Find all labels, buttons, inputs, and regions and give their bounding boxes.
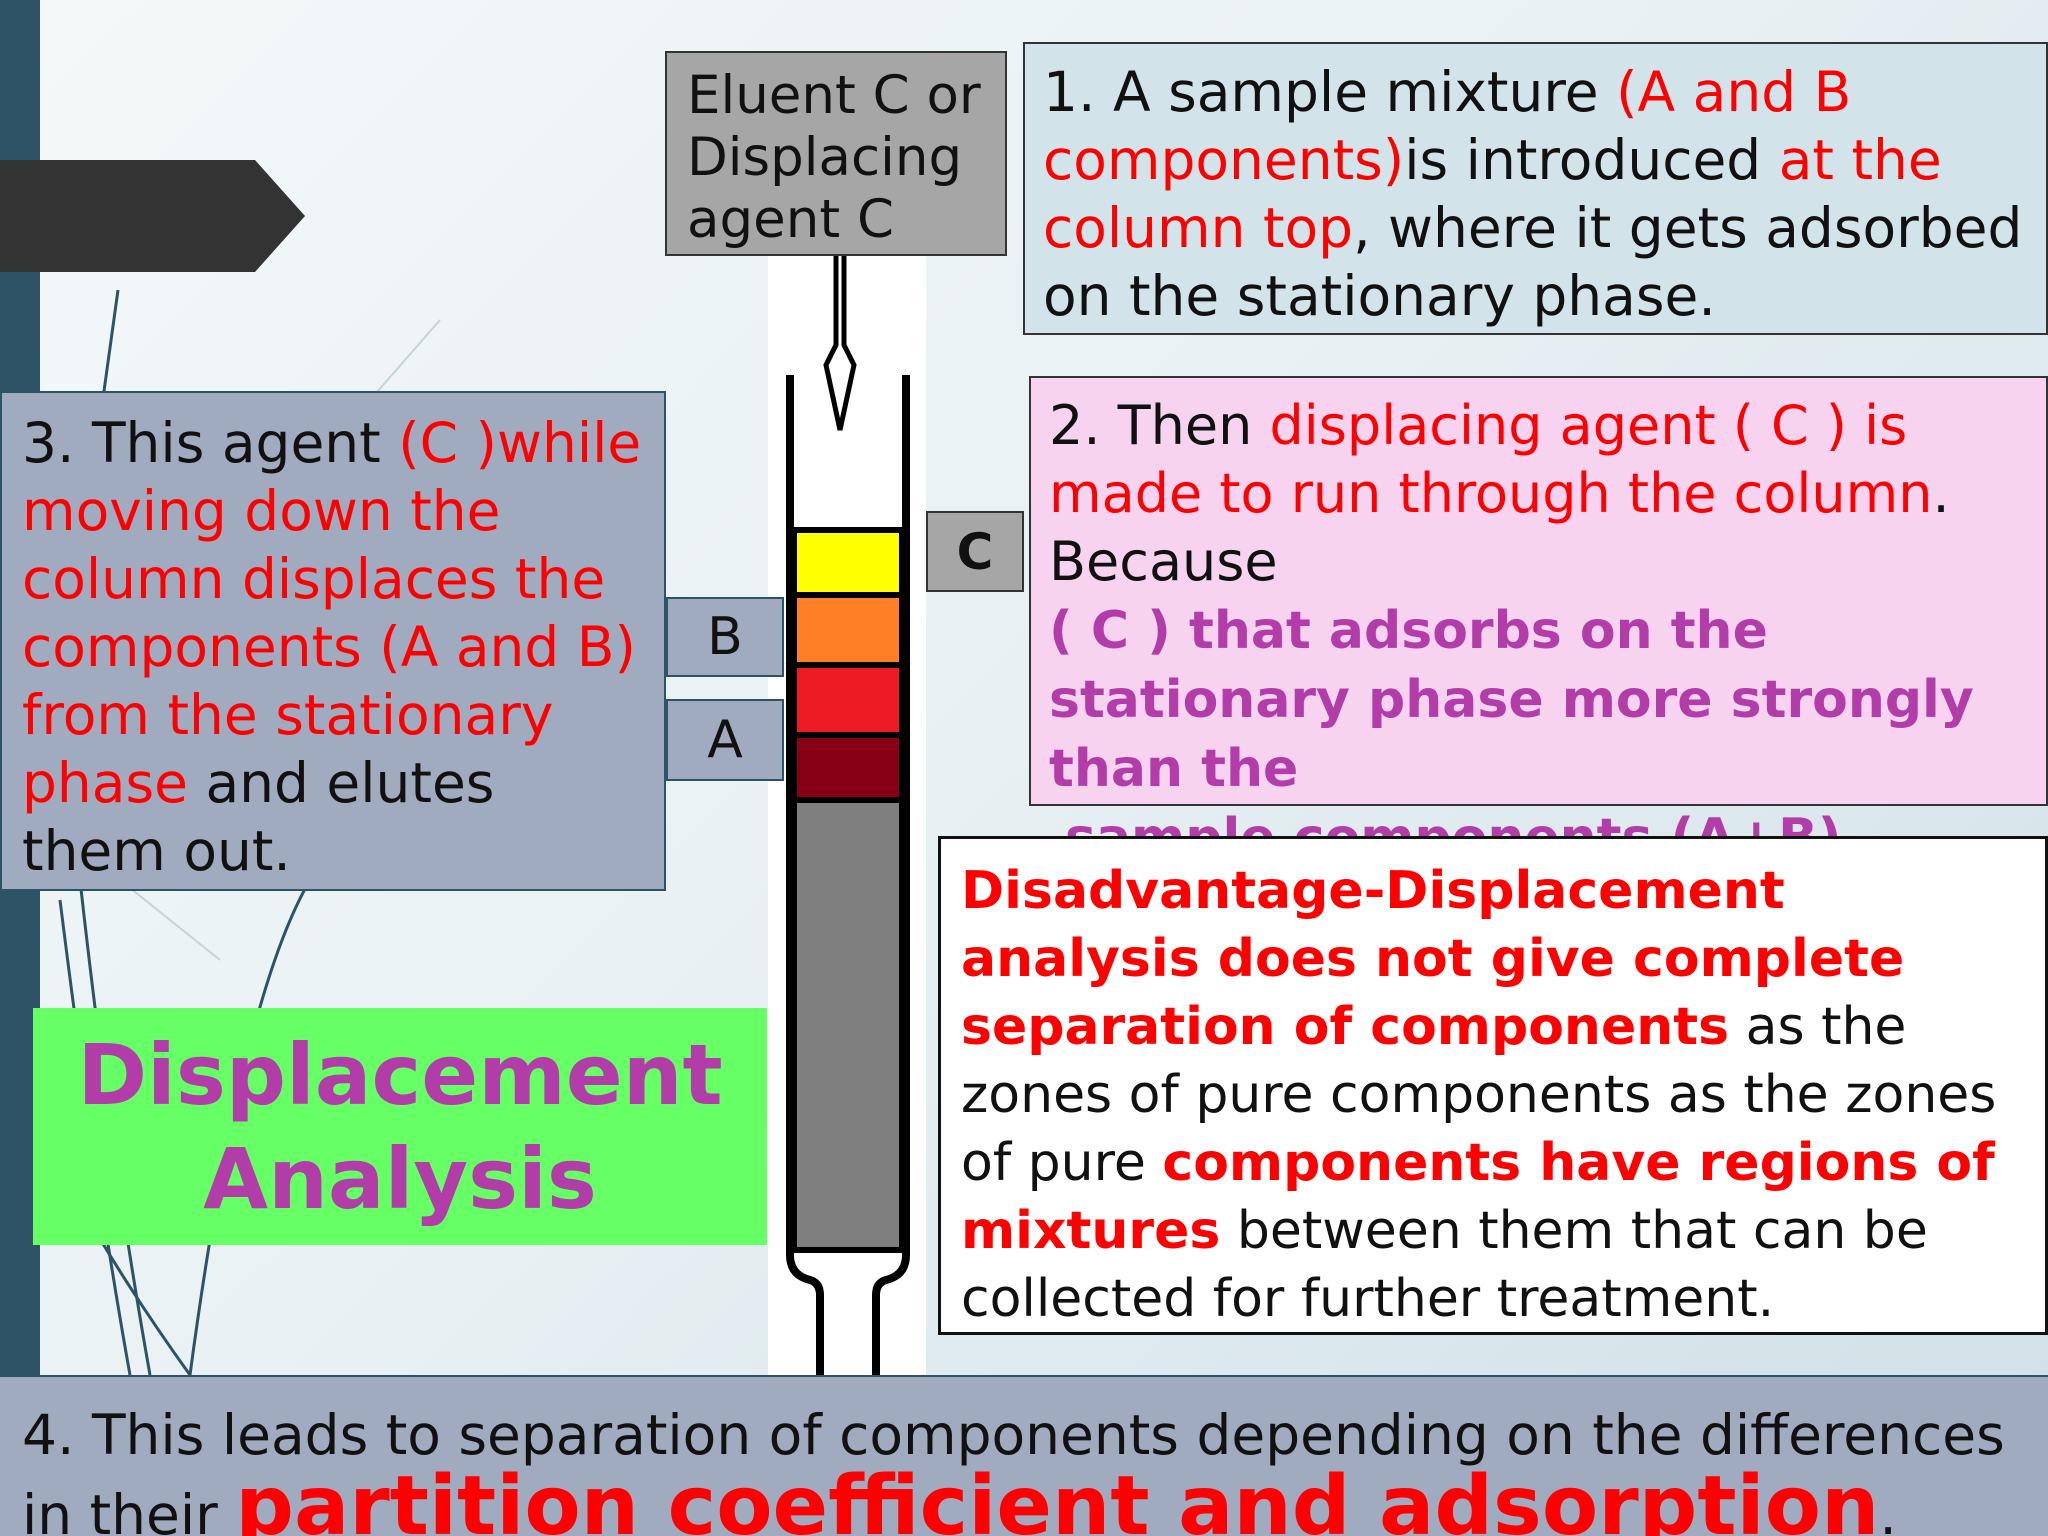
band-c-yellow — [791, 527, 905, 598]
step3-text: 3. This agent — [22, 411, 399, 475]
band-b-orange — [791, 592, 905, 668]
chromatography-column — [786, 255, 910, 1375]
step4-box: 4. This leads to separation of component… — [0, 1375, 2048, 1536]
step2-text: 2. Then — [1049, 394, 1270, 457]
step1-text: , where it gets adsorbed on the stationa… — [1043, 196, 2023, 328]
step2-text: . Because — [1049, 462, 1950, 593]
step2-box: 2. Then displacing agent ( C ) is made t… — [1029, 376, 2048, 868]
step2-reason: ( C ) that adsorbs on the stationary pha… — [1049, 601, 1974, 799]
label-c: C — [926, 511, 1024, 592]
arrow-tab-shape — [0, 160, 305, 272]
column-packing — [791, 797, 905, 1253]
eluent-box: Eluent C or Displacing agent C — [665, 51, 1007, 256]
step1-highlight-components: (A and B components) — [1043, 60, 1852, 192]
step3-box: 3. This agent (C )while moving down the … — [0, 391, 666, 891]
title-line-2: Analysis — [203, 1129, 597, 1228]
disadvantage-highlight: Disadvantage-Displacement analysis does … — [961, 861, 1905, 1057]
step1-box: 1. A sample mixture (A and B components)… — [1023, 42, 2048, 335]
column-wall-right — [872, 375, 910, 1375]
label-b: B — [666, 597, 784, 677]
disadvantage-text-end: between them that can be collected for f… — [961, 1201, 1928, 1329]
step1-text: is introduced — [1404, 128, 1779, 192]
step4-highlight: partition coefficient and adsorption — [235, 1459, 1880, 1536]
step4-period: . — [1879, 1483, 1897, 1536]
step3-highlight: (C )while moving down the column displac… — [22, 411, 642, 815]
step2-highlight-agent: displacing agent ( C ) is made to run th… — [1049, 394, 1933, 525]
band-a-dark-red — [791, 732, 905, 803]
band-a-red — [791, 662, 905, 738]
step3-text: and elutes them out. — [22, 751, 495, 883]
down-arrow-icon — [823, 255, 857, 431]
eluent-line-2: Displacing — [687, 127, 963, 188]
label-a: A — [666, 699, 784, 781]
title-box: Displacement Analysis — [33, 1008, 767, 1245]
eluent-line-1: Eluent C or — [687, 65, 981, 126]
column-wall-left — [786, 375, 824, 1375]
step1-text: 1. A sample mixture — [1043, 60, 1617, 124]
disadvantage-highlight-mixtures: components have regions of mixtures — [961, 1133, 1995, 1261]
disadvantage-text: as the zones of pure components as the z… — [961, 997, 1997, 1193]
step1-highlight-column-top: at the column top — [1043, 128, 1942, 260]
eluent-line-3: agent C — [687, 189, 894, 250]
step4-text: 4. This leads to separation of component… — [22, 1403, 2005, 1536]
title-line-1: Displacement — [77, 1025, 723, 1124]
disadvantage-box: Disadvantage-Displacement analysis does … — [938, 836, 2048, 1335]
